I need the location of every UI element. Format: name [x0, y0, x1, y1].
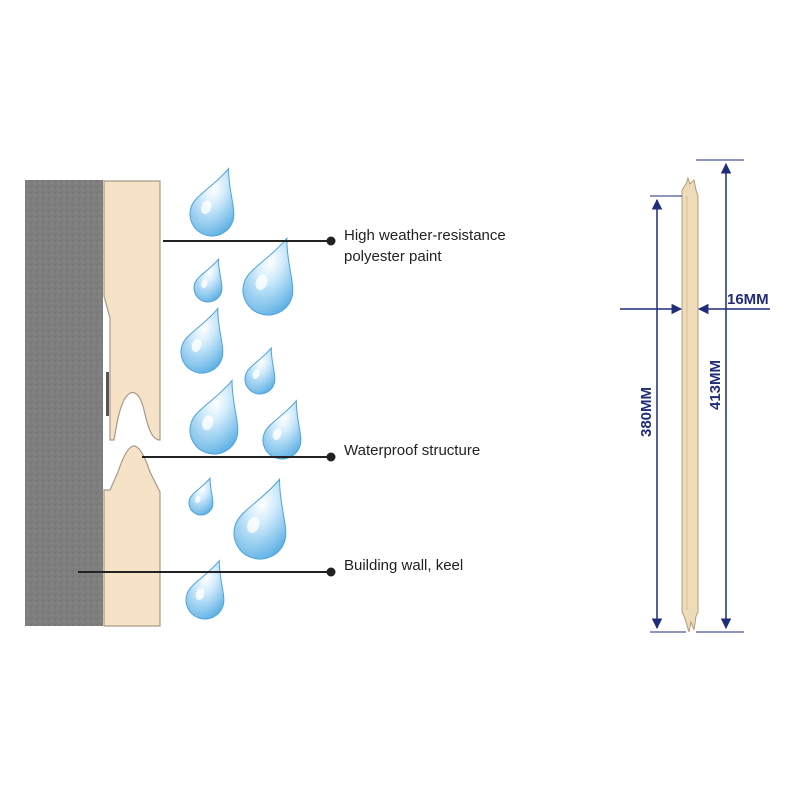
dimension-label-413: 413MM	[707, 360, 724, 410]
water-droplet-icon	[189, 378, 239, 455]
droplet-highlight	[202, 415, 214, 431]
water-droplet-icon	[180, 307, 224, 374]
water-droplet-icon	[193, 257, 223, 303]
water-droplet-icon	[185, 559, 225, 620]
callout-label-wall: Building wall, keel	[344, 557, 463, 574]
water-droplets	[180, 167, 302, 620]
profile-drawing: 380MM 413MM 16MM	[620, 159, 770, 633]
panel-profile	[681, 176, 699, 633]
callout-label-waterproof: Waterproof structure	[344, 442, 480, 459]
wall-section	[25, 180, 161, 627]
width-label-16: 16MM	[727, 291, 769, 308]
water-droplet-icon	[233, 477, 287, 560]
lower-siding-panel	[103, 445, 161, 627]
droplet-highlight	[201, 200, 212, 215]
droplet-highlight	[247, 516, 260, 534]
water-droplet-icon	[262, 399, 302, 460]
callout-label-paint: High weather-resistance polyester paint	[344, 227, 510, 265]
droplet-highlight	[195, 588, 205, 601]
water-droplet-icon	[244, 346, 276, 395]
water-droplet-icon	[189, 167, 235, 237]
droplet-highlight	[191, 339, 202, 353]
callout-dot-paint	[326, 236, 336, 246]
callout-dot-wall	[326, 567, 336, 577]
droplet-highlight	[252, 369, 260, 380]
droplet-highlight	[255, 274, 268, 291]
water-droplet-icon	[242, 236, 294, 316]
dimension-label-380: 380MM	[638, 387, 655, 437]
droplet-highlight	[195, 495, 201, 504]
building-wall	[25, 180, 103, 626]
callout-dot-waterproof	[326, 452, 336, 462]
water-droplet-icon	[188, 476, 214, 516]
callouts: High weather-resistance polyester paint …	[78, 227, 510, 577]
droplet-highlight	[201, 279, 208, 289]
upper-siding-panel	[103, 180, 161, 441]
droplet-highlight	[272, 428, 282, 441]
mounting-clip	[106, 372, 109, 416]
